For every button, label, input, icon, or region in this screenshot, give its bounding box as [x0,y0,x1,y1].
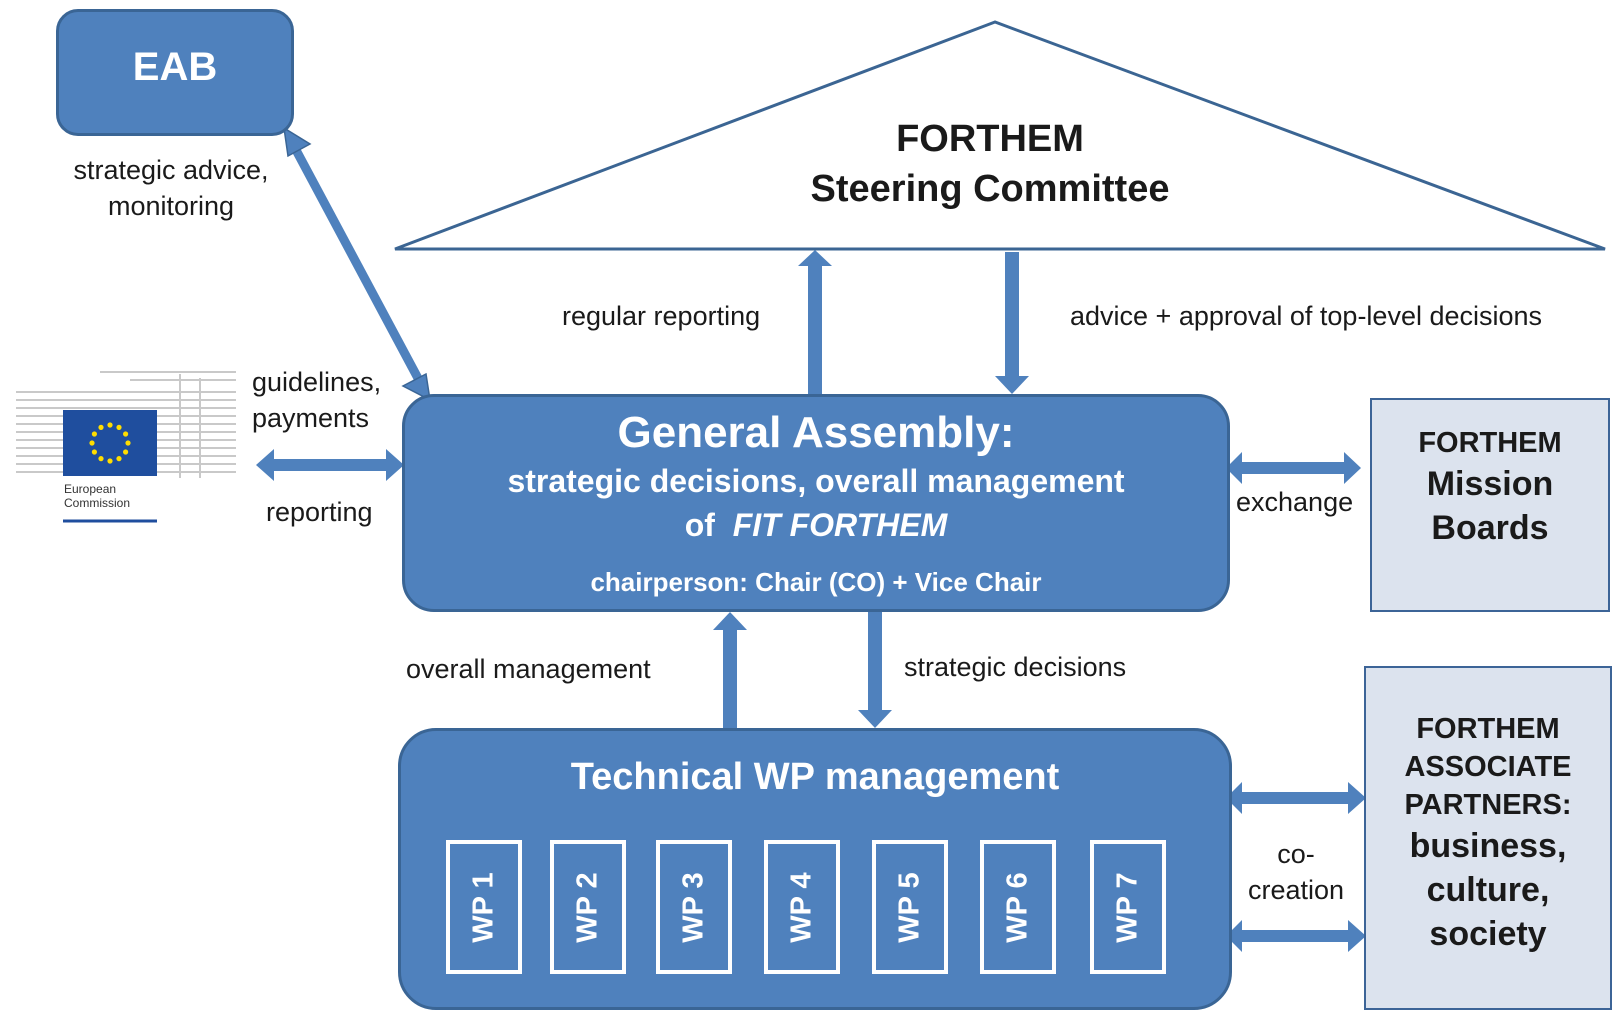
associate-line1: FORTHEM [1416,713,1560,745]
associate-line4: business, [1409,827,1567,865]
mission-boards-line1: FORTHEM [1418,427,1562,459]
overall-management-label: overall management [406,654,651,684]
steering-committee-triangle [394,20,1606,251]
ec-logo-text-line2: Commission [64,496,131,510]
wp-6: WP 6 [980,840,1056,974]
eab-link-label: strategic advice, monitoring [56,152,286,224]
eu-stars [89,422,131,464]
associate-line5: culture, [1426,871,1550,909]
wp-7: WP 7 [1090,840,1166,974]
regular-reporting-arrow [798,250,832,394]
ec-link-bottom-label: reporting [266,497,373,527]
wp-3: WP 3 [656,840,732,974]
wp-1-label: WP 1 [467,871,500,943]
ec-link-top-line2: payments [252,403,370,433]
wp-7-label: WP 7 [1111,871,1144,943]
wp-5: WP 5 [872,840,948,974]
associate-line2: ASSOCIATE [1404,751,1572,783]
mission-boards-line3: Boards [1431,509,1549,547]
cocreation-line2: creation [1247,875,1345,905]
advice-approval-arrow [995,252,1029,394]
wp-2-label: WP 2 [571,871,604,943]
associate-partners-box: FORTHEM ASSOCIATE PARTNERS: business, cu… [1364,666,1612,1010]
cocreation-arrow-top [1226,782,1366,814]
exchange-arrow [1226,452,1361,484]
european-commission-logo [16,371,236,523]
wp-4-label: WP 4 [785,871,818,943]
general-assembly-line3: of FIT FORTHEM [405,505,1227,545]
general-assembly-line2: strategic decisions, overall management [507,463,1125,499]
eab-box: EAB [56,9,294,136]
steering-line2: Steering Committee [810,168,1170,210]
wp-6-label: WP 6 [1001,871,1034,943]
advice-approval-label: advice + approval of top-level decisions [1070,301,1543,331]
wp-5-label: WP 5 [893,871,926,943]
mission-boards-line2: Mission [1426,465,1554,503]
wp-3-label: WP 3 [677,871,710,943]
associate-line3: PARTNERS: [1404,789,1572,821]
general-assembly-chair: chairperson: Chair (CO) + Vice Chair [590,567,1042,597]
associate-line6: society [1429,915,1547,953]
strategic-decisions-label: strategic decisions [904,652,1127,682]
steering-line1: FORTHEM [896,118,1084,160]
general-assembly-box: General Assembly: strategic decisions, o… [402,394,1230,612]
general-assembly-title: General Assembly: [617,408,1015,457]
ec-link-top-label: guidelines, payments [252,364,381,436]
exchange-label: exchange [1236,487,1354,517]
wp-1: WP 1 [446,840,522,974]
steering-committee-title: FORTHEM Steering Committee [750,114,1230,214]
eab-link-line1: strategic advice, [73,155,269,185]
cocreation-arrow-bottom [1226,920,1366,952]
wp-2: WP 2 [550,840,626,974]
strategic-decisions-arrow [858,612,892,728]
overall-management-arrow [713,612,747,728]
mission-boards-box: FORTHEM Mission Boards [1370,398,1610,612]
eab-link-line2: monitoring [107,191,235,221]
ec-logo-text-line1: European [64,482,117,496]
cocreation-label: co- creation [1236,836,1356,908]
eab-link-arrow [283,126,431,402]
wp-4: WP 4 [764,840,840,974]
cocreation-line1: co- [1277,839,1315,869]
regular-reporting-label: regular reporting [562,301,761,331]
ec-link-arrow [256,449,404,481]
fit-forthem: FIT FORTHEM [732,507,948,543]
ec-logo-text: European Commission [64,482,130,510]
technical-wp-title: Technical WP management [570,756,1060,798]
eab-label: EAB [132,45,218,89]
ec-link-top-line1: guidelines, [252,367,382,397]
eu-flag [63,410,157,476]
general-assembly-of: of [684,507,715,543]
